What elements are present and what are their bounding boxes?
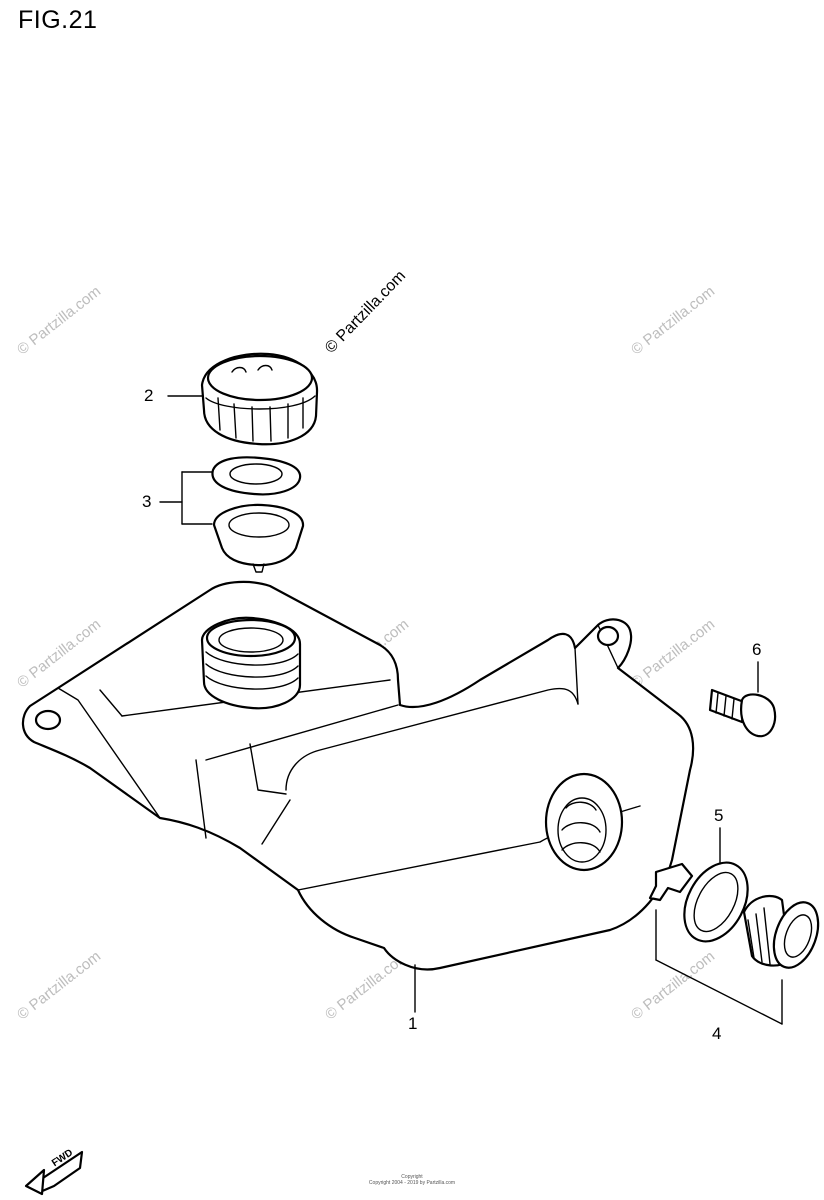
fwd-arrow-icon — [24, 1150, 84, 1196]
bolt-part — [708, 688, 777, 738]
figure-title: FIG.21 — [18, 6, 98, 34]
callout-1: 1 — [408, 1014, 418, 1033]
leader-lines — [159, 395, 783, 1025]
footer-line-2: Copyright 2004 - 2019 by Partzilla.com — [368, 1180, 456, 1186]
filler-strainer-part — [212, 503, 305, 573]
fuel-tank-part — [21, 580, 695, 971]
callout-2: 2 — [144, 386, 154, 405]
callout-5: 5 — [714, 806, 724, 825]
callout-3: 3 — [142, 492, 152, 511]
fuel-cap-part — [200, 352, 319, 446]
o-ring-part — [683, 861, 749, 943]
footer-line-1: Copyright — [401, 1174, 423, 1180]
callout-6: 6 — [752, 640, 762, 659]
drain-plug-part — [648, 862, 820, 969]
callout-4: 4 — [712, 1024, 722, 1043]
filler-gasket-part — [211, 456, 302, 496]
copyright-footer: Copyright Copyright 2004 - 2019 by Partz… — [0, 1174, 824, 1186]
